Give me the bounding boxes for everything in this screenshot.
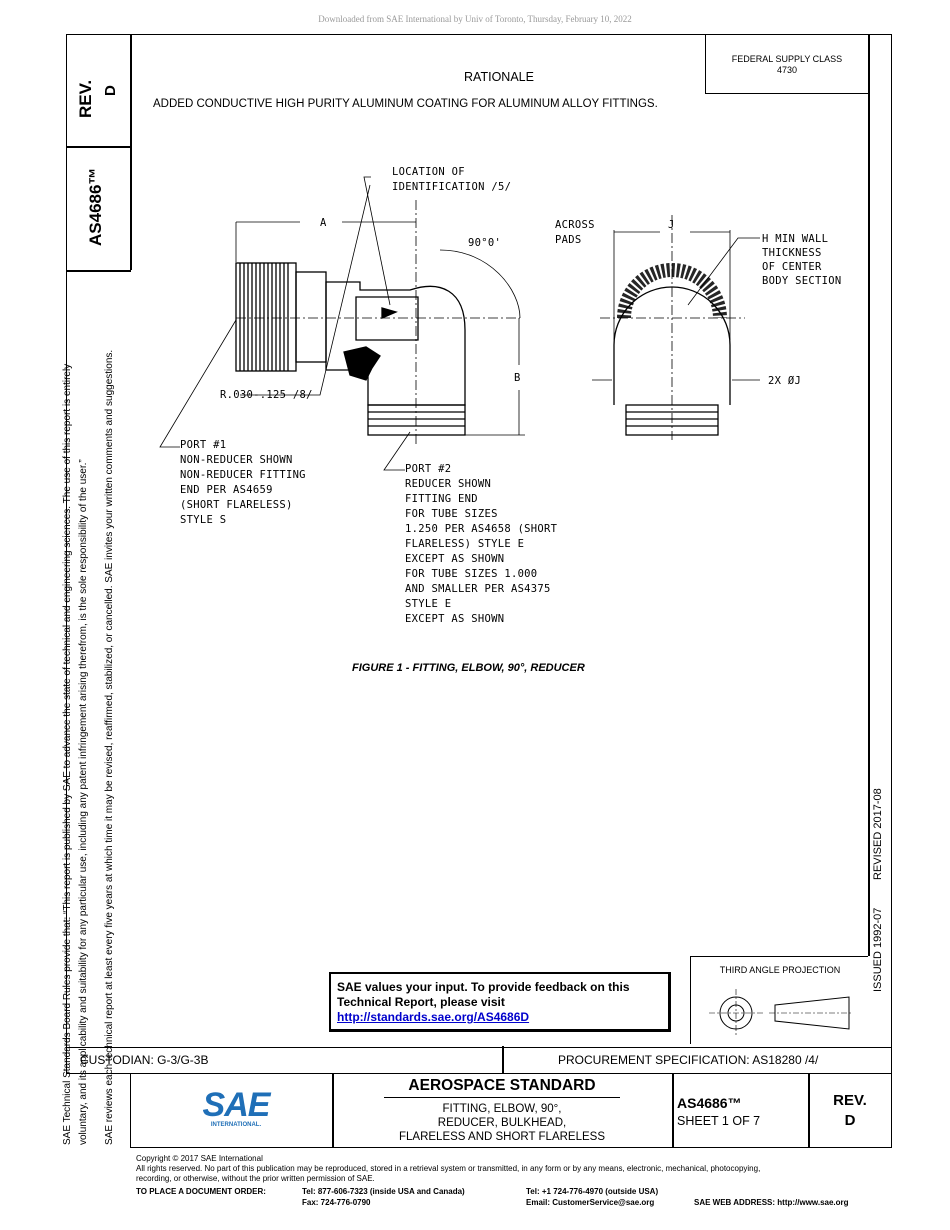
issued-date: ISSUED 1992-07	[872, 907, 884, 992]
rationale-text: ADDED CONDUCTIVE HIGH PURITY ALUMINUM CO…	[153, 98, 658, 110]
federal-supply-box: FEDERAL SUPPLY CLASS 4730	[705, 34, 868, 94]
port1-line-1: PORT #1	[180, 439, 226, 451]
hmin-label-4: BODY SECTION	[762, 275, 841, 287]
dim-a-label: A	[320, 217, 327, 229]
title-block-rev-label: REV.	[833, 1092, 867, 1109]
two-x-label: 2X ØJ	[768, 375, 801, 387]
port2-line-3: FITTING END	[405, 493, 478, 505]
port2-line-6: FLARELESS) STYLE E	[405, 538, 524, 550]
port2-nut-outline	[367, 404, 466, 436]
tel-outside: Tel: +1 724-776-4970 (outside USA)	[526, 1187, 659, 1196]
title-block-divider-3	[808, 1073, 810, 1148]
hmin-label-1: H MIN WALL	[762, 233, 828, 245]
port1-line-2: NON-REDUCER SHOWN	[180, 454, 293, 466]
right-strip-divider	[868, 34, 870, 956]
angle-label: 90°0'	[468, 237, 501, 249]
port1-line-4: END PER AS4659	[180, 484, 273, 496]
revised-date: REVISED 2017-08	[872, 788, 884, 880]
title-block	[130, 1073, 892, 1148]
rights-line-2: recording, or otherwise, without the pri…	[136, 1174, 375, 1183]
side-rules-line3: SAE reviews each technical report at lea…	[104, 349, 115, 1145]
aerospace-underline	[384, 1097, 620, 1098]
identification-pad	[355, 296, 419, 341]
across-label-2: PADS	[555, 234, 582, 246]
feedback-link[interactable]: http://standards.sae.org/AS4686D	[337, 1010, 530, 1024]
copyright: Copyright © 2017 SAE International	[136, 1154, 263, 1163]
port2-line-7: EXCEPT AS SHOWN	[405, 553, 504, 565]
hmin-label-2: THICKNESS	[762, 247, 822, 259]
projection-symbol	[709, 989, 853, 1037]
rationale-title: RATIONALE	[464, 70, 534, 84]
page-frame	[66, 34, 892, 1048]
port2-line-9: AND SMALLER PER AS4375	[405, 583, 551, 595]
projection-label: THIRD ANGLE PROJECTION	[719, 965, 841, 975]
port2-line-10: STYLE E	[405, 598, 451, 610]
port1-nut-outline	[235, 262, 297, 372]
side-rev-label: REV.	[76, 79, 95, 118]
port2-line-11: EXCEPT AS SHOWN	[405, 613, 504, 625]
web-address[interactable]: SAE WEB ADDRESS: http://www.sae.org	[694, 1198, 849, 1207]
tel-usa: Tel: 877-606-7323 (inside USA and Canada…	[302, 1187, 465, 1196]
title-block-doc-number: AS4686™	[677, 1095, 742, 1111]
left-box-divider	[130, 34, 132, 270]
third-angle-projection-box: THIRD ANGLE PROJECTION	[690, 956, 868, 1044]
port2-line-4: FOR TUBE SIZES	[405, 508, 498, 520]
feedback-line-1: SAE values your input. To provide feedba…	[337, 980, 630, 994]
fitting-drawing: LOCATION OF IDENTIFICATION /5/ A 90°0' B…	[159, 166, 841, 625]
email[interactable]: Email: CustomerService@sae.org	[526, 1198, 655, 1207]
title-block-rev-value: D	[844, 1112, 856, 1129]
dim-j-label: J	[668, 219, 675, 231]
side-rev-value: D	[102, 85, 119, 96]
hmin-label-3: OF CENTER	[762, 261, 822, 273]
location-of-label: LOCATION OF	[392, 166, 465, 178]
port1-line-5: (SHORT FLARELESS)	[180, 499, 293, 511]
sae-logo: SAE INTERNATIONAL.	[196, 1088, 276, 1128]
side-doc-number: AS4686™	[86, 167, 105, 246]
sae-logo-subtext: INTERNATIONAL.	[210, 1122, 262, 1128]
order-label: TO PLACE A DOCUMENT ORDER:	[136, 1187, 266, 1196]
port2-line-1: PORT #2	[405, 463, 451, 475]
left-box-rule-2	[66, 270, 131, 272]
identification-label: IDENTIFICATION /5/	[392, 181, 511, 193]
sae-logo-text: SAE	[202, 1086, 271, 1124]
port1-line-3: NON-REDUCER FITTING	[180, 469, 306, 481]
title-block-divider-1	[332, 1073, 334, 1148]
title-line-3: FLARELESS AND SHORT FLARELESS	[398, 1131, 605, 1143]
feedback-line-2: Technical Report, please visit	[337, 995, 505, 1009]
port1-hex-outline	[295, 271, 327, 363]
fax: Fax: 724-776-0790	[302, 1198, 371, 1207]
download-notice: Downloaded from SAE International by Uni…	[318, 14, 632, 24]
port2-line-2: REDUCER SHOWN	[405, 478, 491, 490]
across-label-1: ACROSS	[555, 219, 595, 231]
dim-b-label: B	[514, 372, 521, 384]
elbow-body-outline	[325, 281, 466, 406]
section-break	[343, 346, 381, 381]
port1-line-6: STYLE S	[180, 514, 226, 526]
rights-line-1: All rights reserved. No part of this pub…	[136, 1164, 761, 1173]
title-block-divider-2	[672, 1073, 674, 1148]
side-rules-line1: SAE Technical Standards Board Rules prov…	[62, 363, 73, 1145]
procurement-spec: PROCUREMENT SPECIFICATION: AS18280 /4/	[558, 1053, 819, 1067]
title-line-2: REDUCER, BULKHEAD,	[437, 1117, 567, 1129]
port2-line-5: 1.250 PER AS4658 (SHORT	[405, 523, 558, 535]
left-box-rule-1	[66, 146, 131, 148]
side-rules-line2: voluntary, and its applicability and sui…	[78, 459, 89, 1145]
sheet-number: SHEET 1 OF 7	[677, 1114, 761, 1128]
port2-line-8: FOR TUBE SIZES 1.000	[405, 568, 537, 580]
figure-caption: FIGURE 1 - FITTING, ELBOW, 90°, REDUCER	[352, 662, 585, 674]
federal-supply-label: FEDERAL SUPPLY CLASS	[731, 54, 843, 64]
federal-supply-value: 4730	[776, 65, 798, 75]
radius-label: R.030-.125 /8/	[220, 389, 313, 401]
title-line-1: FITTING, ELBOW, 90°,	[442, 1103, 562, 1115]
feedback-box: SAE values your input. To provide feedba…	[329, 972, 671, 1032]
aerospace-standard: AEROSPACE STANDARD	[408, 1077, 596, 1094]
custodian: CUSTODIAN: G-3/G-3B	[80, 1053, 209, 1067]
custodian-divider	[502, 1046, 504, 1074]
